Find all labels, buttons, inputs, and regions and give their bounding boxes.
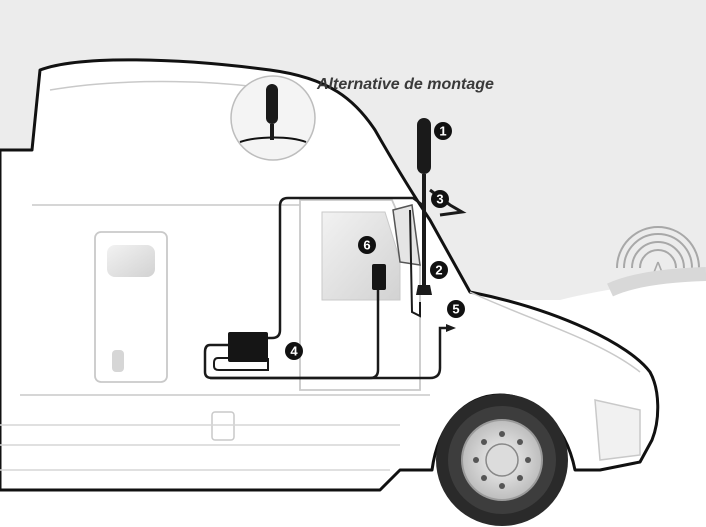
callout-number: 3 <box>436 192 443 207</box>
callout-number: 2 <box>435 263 442 278</box>
callout-number: 1 <box>439 124 446 139</box>
wheel-icon <box>436 394 568 526</box>
step-handle <box>212 412 234 440</box>
callout-6: 6 <box>358 236 376 254</box>
alternative-mount-inset <box>231 76 315 160</box>
bumper <box>595 400 640 460</box>
callout-2: 2 <box>430 261 448 279</box>
callout-5: 5 <box>447 300 465 318</box>
booster-unit-icon <box>228 332 268 362</box>
callout-number: 6 <box>363 238 370 253</box>
callout-1: 1 <box>434 122 452 140</box>
power-adapter-icon <box>372 264 386 290</box>
alternative-mount-label: Alternative de montage <box>317 76 494 94</box>
sleeper-window <box>107 245 155 277</box>
callout-number: 4 <box>290 344 298 359</box>
callout-4: 4 <box>285 342 303 360</box>
sleeper-handle <box>112 350 124 372</box>
callout-3: 3 <box>431 190 449 208</box>
cab-window <box>322 212 400 300</box>
callout-number: 5 <box>452 302 459 317</box>
